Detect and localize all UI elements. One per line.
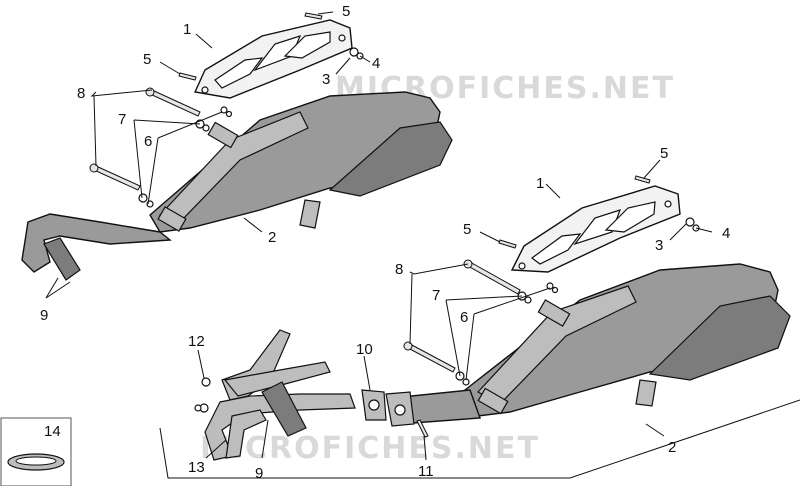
- callout-13: 13: [188, 459, 205, 476]
- callout-4-lower: 4: [722, 225, 730, 242]
- callout-6-upper: 6: [144, 133, 152, 150]
- leader-lines: [45, 11, 713, 461]
- watermark-bottom: MICROFICHES.NET: [200, 431, 540, 466]
- callout-1-upper: 1: [183, 21, 191, 38]
- callout-4-upper: 4: [372, 55, 380, 72]
- callout-9-upper: 9: [40, 307, 48, 324]
- callout-2-upper: 2: [268, 229, 276, 246]
- gasket-ring-14: [0, 417, 72, 486]
- callout-7-upper: 7: [118, 111, 126, 128]
- callout-5-upper-left: 5: [143, 51, 151, 68]
- muffler-end-lower: [648, 295, 791, 381]
- heat-shield-lower: [510, 185, 681, 273]
- callout-5-lower-top: 5: [660, 145, 668, 162]
- callout-8-lower: 8: [395, 261, 403, 278]
- callout-3-upper: 3: [322, 71, 330, 88]
- heat-shield-upper: [193, 19, 353, 99]
- callout-3-lower: 3: [655, 237, 663, 254]
- callout-6-lower: 6: [460, 309, 468, 326]
- callout-14: 14: [44, 423, 61, 440]
- muffler-end-upper: [328, 121, 453, 197]
- flange-lower: [261, 381, 307, 437]
- callout-11: 11: [418, 463, 434, 480]
- callout-8-upper: 8: [77, 85, 85, 102]
- callout-12: 12: [188, 333, 205, 350]
- upper-muffler-assembly: [21, 12, 453, 281]
- callout-5-upper-top: 5: [342, 3, 350, 20]
- header-pipe-upper: [21, 213, 172, 273]
- lower-muffler-assembly: [361, 175, 791, 438]
- callout-1-lower: 1: [536, 175, 544, 192]
- callout-9-lower: 9: [255, 465, 263, 482]
- assembly-frame: [159, 399, 800, 479]
- callout-2-lower: 2: [668, 439, 676, 456]
- header-pipes-13: [194, 329, 356, 461]
- flange-upper: [43, 237, 81, 281]
- callouts: 1 5 5 4 3 8 7 6 2 9 1 5 5 4 3 8 7 6 10 1…: [40, 3, 730, 482]
- callout-10: 10: [356, 341, 373, 358]
- callout-5-lower-left: 5: [463, 221, 471, 238]
- callout-7-lower: 7: [432, 287, 440, 304]
